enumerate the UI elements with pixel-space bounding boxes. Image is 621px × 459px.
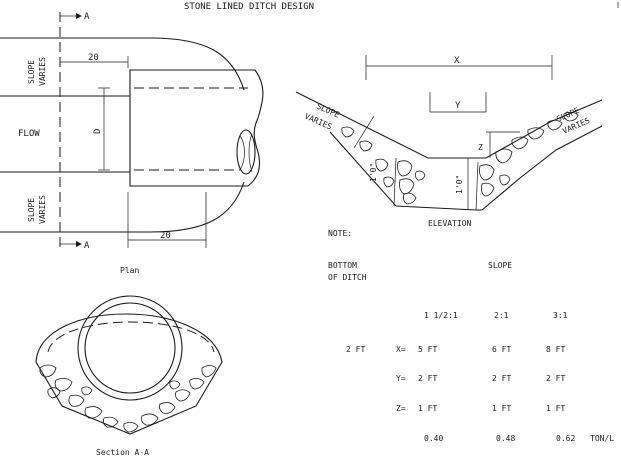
slope-varies-bottom-1: SLOPE <box>27 198 36 222</box>
row-z-val-3: 1 FT <box>546 404 565 413</box>
plan-caption: Plan <box>120 266 139 275</box>
channel-lining-bottom <box>329 125 603 211</box>
note-label: NOTE: <box>328 229 352 238</box>
section-pipe-inner <box>84 302 176 394</box>
row-y-val-2: 2 FT <box>492 374 511 383</box>
pipe-break-hatch <box>239 133 253 173</box>
dim-depth-left-line <box>353 115 375 149</box>
dim-d-label: D <box>93 129 103 134</box>
bottom-width-value: 2 FT <box>346 345 365 354</box>
section-marker-top: A <box>84 12 90 22</box>
arrow-head-icon <box>76 13 82 19</box>
tonnage-val-1: 0.40 <box>424 434 443 443</box>
bottom-of-ditch-head-2: OF DITCH <box>328 273 367 282</box>
row-z-val-1: 1 FT <box>418 404 437 413</box>
tonnage-val-3: 0.62 <box>556 434 575 443</box>
section-inner-arch <box>47 321 215 353</box>
slope-ratio-1: 1 1/2:1 <box>424 311 458 320</box>
row-x-val-1: 5 FT <box>418 345 437 354</box>
slope-varies-top-2: VARIES <box>38 57 47 86</box>
row-y-val-3: 2 FT <box>546 374 565 383</box>
row-z-val-2: 1 FT <box>492 404 511 413</box>
arrow-head-icon <box>76 241 82 247</box>
plan-view: A A 20 D FLOW SLOPE VARIES SLOPE VARIES <box>0 12 264 275</box>
channel-surface <box>295 91 603 159</box>
dim-z-label: Z <box>478 143 483 152</box>
apron-outline-bottom <box>0 181 245 233</box>
dim-top-label: 20 <box>88 53 99 63</box>
dim-bottom-label: 20 <box>160 231 171 241</box>
depth-left-label: 1'0" <box>369 163 378 182</box>
bottom-of-ditch-head-1: BOTTOM <box>328 261 357 270</box>
row-z-label: Z= <box>396 404 406 413</box>
note-table: NOTE: BOTTOM OF DITCH SLOPE 1 1/2:1 2:1 … <box>328 229 614 443</box>
dim-y-label: Y <box>455 101 461 111</box>
apron-outline-top <box>0 37 245 91</box>
tonnage-val-2: 0.48 <box>496 434 515 443</box>
row-y-label: Y= <box>396 374 406 383</box>
slope-varies-bottom-2: VARIES <box>38 195 47 224</box>
pipe-body <box>129 69 264 187</box>
lining-left-edge <box>393 157 397 207</box>
pipe-break-icon <box>236 129 256 175</box>
slope-varies-top-1: SLOPE <box>27 60 36 84</box>
row-x-label: X= <box>396 345 406 354</box>
elevation-view: X Y Z <box>295 55 603 228</box>
slope-ratio-3: 3:1 <box>553 311 568 320</box>
tonnage-unit: TON/L <box>590 434 614 443</box>
drawing-title: STONE LINED DITCH DESIGN <box>184 2 314 12</box>
section-view: Section A-A <box>35 295 223 457</box>
section-marker-bottom: A <box>84 241 90 251</box>
elevation-caption: ELEVATION <box>428 219 472 228</box>
flow-label: FLOW <box>18 129 40 139</box>
slope-head: SLOPE <box>488 261 512 270</box>
lining-right-edge <box>475 161 479 211</box>
section-base <box>35 361 223 435</box>
section-caption: Section A-A <box>96 448 149 457</box>
section-stone-fill <box>39 364 217 433</box>
section-outer-arch <box>35 313 223 363</box>
dim-x-label: X <box>454 56 460 66</box>
row-x-val-3: 8 FT <box>546 345 565 354</box>
row-x-val-2: 6 FT <box>492 345 511 354</box>
slope-ratio-2: 2:1 <box>494 311 509 320</box>
row-y-val-1: 2 FT <box>418 374 437 383</box>
depth-mid-label: 1'0" <box>455 175 464 194</box>
elevation-stone-fill <box>341 111 579 205</box>
section-pipe-outer <box>77 295 183 401</box>
